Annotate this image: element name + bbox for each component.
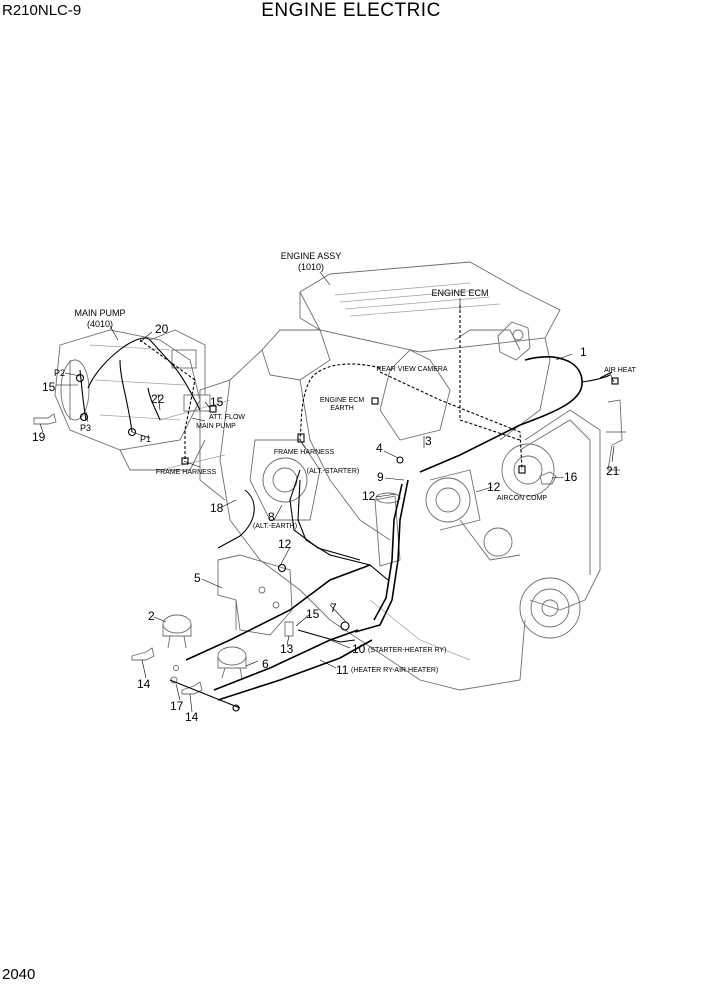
callout-15b: 15 <box>210 395 224 409</box>
note-frame-harness-b: FRAME HARNESS <box>156 469 217 476</box>
callout-1: 1 <box>580 345 587 359</box>
callout-13: 13 <box>280 642 294 656</box>
callout-7: 7 <box>330 601 337 615</box>
callout-labels: ENGINE ASSY (1010) MAIN PUMP (4010) ENGI… <box>32 251 637 724</box>
callout-p2: P2 <box>54 368 65 378</box>
callout-3: 3 <box>425 434 432 448</box>
bracket-21 <box>606 399 626 471</box>
callout-12c: 12 <box>278 537 292 551</box>
page-title: ENGINE ELECTRIC <box>261 0 441 21</box>
note-rear-view-camera: REAR VIEW CAMERA <box>376 366 448 373</box>
note-engine-ecm-earth-1: ENGINE ECM <box>320 397 365 404</box>
note-alt-earth: (ALT.-EARTH) <box>253 523 297 530</box>
callout-9: 9 <box>377 470 384 484</box>
harness-20 <box>79 337 201 462</box>
callout-p1: P1 <box>140 434 151 444</box>
callout-5: 5 <box>194 571 201 585</box>
label-engine-assy-ref: (1010) <box>298 262 324 272</box>
callout-20: 20 <box>155 322 169 336</box>
note-engine-ecm-earth-2: EARTH <box>330 405 354 412</box>
callout-12b: 12 <box>487 480 501 494</box>
callout-18: 18 <box>210 501 224 515</box>
callout-16: 16 <box>564 470 578 484</box>
label-main-pump: MAIN PUMP <box>74 308 125 318</box>
label-engine-ecm: ENGINE ECM <box>431 288 488 298</box>
engine-block <box>159 261 601 691</box>
callout-14a: 14 <box>137 677 151 691</box>
note-alt-starter: (ALT.-STARTER) <box>307 468 360 475</box>
note-aircon-comp: AIRCON COMP <box>497 495 548 502</box>
callout-12a: 12 <box>362 489 376 503</box>
label-engine-assy: ENGINE ASSY <box>281 251 342 261</box>
bracket-5 <box>217 554 293 636</box>
note-frame-harness-a: FRAME HARNESS <box>274 449 335 456</box>
callout-11: 11 <box>336 663 349 677</box>
callout-17: 17 <box>170 699 184 713</box>
harness-7 <box>169 469 409 709</box>
note-air-heat: AIR HEAT <box>604 367 636 374</box>
callout-22: 22 <box>151 392 165 406</box>
callout-p3: P3 <box>80 423 91 433</box>
callout-8: 8 <box>268 510 275 524</box>
callout-19: 19 <box>32 430 46 444</box>
callout-15a: 15 <box>42 380 56 394</box>
callout-10: 10 <box>352 642 366 656</box>
ecm-dashed-leads <box>299 305 523 471</box>
harness-18 <box>217 489 255 549</box>
leader-lines <box>39 271 615 713</box>
callout-15c: 15 <box>306 607 320 621</box>
callout-4: 4 <box>376 441 383 455</box>
note-main-pump: MAIN PUMP <box>196 423 236 430</box>
note-att-flow: ATT. FLOW <box>209 414 245 421</box>
bolts <box>33 413 557 695</box>
callout-21: 21 <box>606 464 620 478</box>
callout-2: 2 <box>148 609 155 623</box>
label-main-pump-ref: (4010) <box>87 319 113 329</box>
harness-1 <box>419 356 613 473</box>
page-number: 2040 <box>2 966 36 983</box>
note-starter-heater-ry: (STARTER-HEATER RY) <box>368 647 446 654</box>
relay-2 <box>162 614 192 649</box>
model-code: R210NLC-9 <box>2 2 82 19</box>
relay-6 <box>217 646 247 679</box>
connectors <box>75 373 619 712</box>
callout-14b: 14 <box>185 710 199 724</box>
callout-6: 6 <box>262 657 269 671</box>
main-pump <box>54 329 211 471</box>
note-heater-ry-air-heater: (HEATER RY-AIR HEATER) <box>351 667 438 674</box>
